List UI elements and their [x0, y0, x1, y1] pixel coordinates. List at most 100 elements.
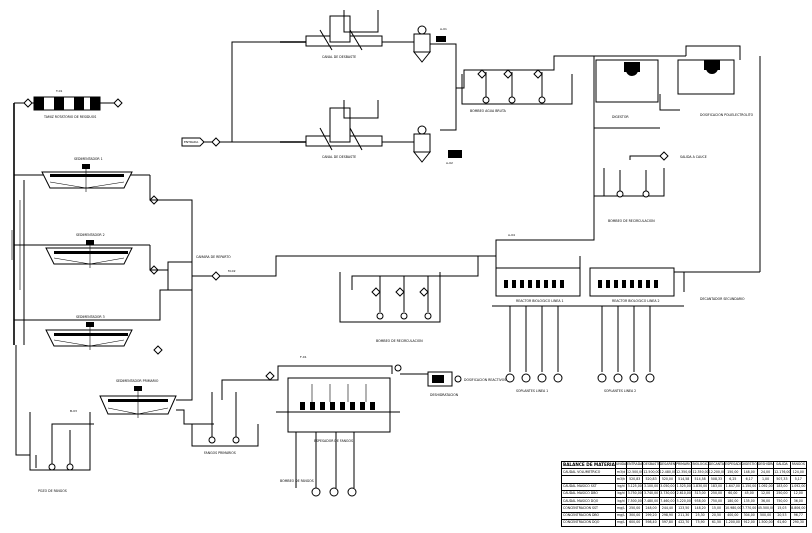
- table-cell: 45,00: [740, 489, 758, 499]
- dewatering-unit: DESHIDRATACION DOSIFICACION REACTIVOS: [400, 371, 506, 397]
- sludge-well: POZO DE FANGOS B-03: [29, 409, 94, 493]
- table-cell: 12.480,00: [658, 468, 677, 477]
- primary-sludge-pumping: FANGOS PRIMARIOS F-01: [191, 355, 393, 455]
- table-cell: 150,00: [724, 468, 742, 477]
- mass-balance-table: BALANCE DE MATERIA UNIDAD ENTRADA DESBAS…: [561, 460, 808, 528]
- thickener-diffusers: [300, 402, 375, 410]
- table-cell: 250,00: [625, 504, 644, 513]
- row-unit: mg/L: [615, 504, 627, 513]
- table-cell: 10.980,00: [724, 504, 742, 513]
- table-header-row: BALANCE DE MATERIA UNIDAD ENTRADA DESBAS…: [561, 460, 808, 470]
- bomb-recirc-label: BOMBEO DE RECIRCULACION: [608, 219, 655, 223]
- table-cell: 148,00: [740, 468, 758, 477]
- table-cell: 1.525,00: [675, 482, 693, 491]
- sed3-label: SEDIMENTADOR 3: [76, 315, 105, 319]
- col-header: DECANTACION: [707, 460, 726, 470]
- table-cell: 300,00: [625, 511, 644, 520]
- row-name: [561, 475, 616, 484]
- dosing-pumps: BOMBEO DE RECIRCULACION: [339, 256, 479, 343]
- table-cell: 5.220,00: [675, 497, 693, 506]
- table-cell: 598,40: [642, 518, 660, 528]
- table-cell: 6,25: [724, 475, 742, 484]
- table-cell: 750,00: [707, 497, 726, 506]
- canal1-label: CANAL DE DESBASTE: [322, 55, 356, 59]
- table-cell: 12,00: [756, 489, 775, 499]
- raw-water-pumping: BOMBEO AGUA BRUTA: [430, 43, 686, 131]
- biological-reactor-1: REACTOR BIOLOGICO LINEA 1: [492, 267, 592, 307]
- digest-label: DIGESTOR: [612, 115, 629, 119]
- table-cell: 211,30: [675, 511, 693, 520]
- col-header: DESHIDRATACION: [756, 460, 775, 470]
- bomb-agua-label: BOMBEO AGUA BRUTA: [470, 109, 507, 113]
- table-cell: 12,00: [789, 489, 808, 499]
- col-header: DESBASTE: [642, 460, 660, 470]
- biol1-label: REACTOR BIOLOGICO LINEA 1: [516, 299, 564, 303]
- biol2-label: REACTOR BIOLOGICO LINEA 2: [612, 299, 660, 303]
- table-cell: 24,00: [756, 468, 775, 477]
- col-header: ESPESADO: [724, 460, 742, 470]
- row-name: CAUDAL MASICO DBO: [561, 489, 616, 499]
- table-title: BALANCE DE MATERIA: [561, 460, 616, 470]
- table-cell: 8.806,00: [789, 504, 808, 513]
- row-unit: mg/L: [615, 511, 627, 520]
- row-name: CONCENTRACION SST: [561, 504, 616, 513]
- table-cell: 1.830,00: [691, 482, 709, 491]
- table-cell: 25,30: [691, 511, 709, 520]
- table-cell: 250,00: [707, 489, 726, 499]
- table-cell: 244,40: [658, 504, 677, 513]
- table-cell: 12.350,00: [691, 468, 709, 477]
- row-unit: m3/d: [615, 468, 627, 477]
- clarifier-3: SEDIMENTADOR 3: [40, 315, 163, 355]
- col-header: BIOLOGICO: [691, 460, 709, 470]
- table-cell: 20,53: [773, 511, 791, 520]
- screening-channel-2: CANAL DE DESBASTE A-02: [280, 100, 462, 165]
- table-cell: 148,20: [691, 504, 709, 513]
- row-unit: kg/d: [615, 497, 627, 506]
- table-cell: 750,00: [773, 497, 791, 506]
- entrada-label: ENTRADA: [184, 140, 199, 144]
- table-cell: 183,00: [773, 482, 791, 491]
- table-cell: 45.500,00: [756, 504, 775, 513]
- table-cell: 1.092,00: [789, 482, 808, 491]
- table-cell: 3.750,00: [625, 489, 644, 499]
- blowers-line-2: SOPLANTES LINEA 2: [597, 306, 655, 393]
- table-cell: 1.200,00: [724, 518, 742, 528]
- screening-channel-1: CANAL DE DESBASTE A-01: [280, 10, 447, 63]
- table-cell: 400,00: [724, 511, 742, 520]
- clarifier-1: SEDIMENTADOR 1: [40, 157, 159, 205]
- table-cell: 422,70: [675, 518, 693, 528]
- reactor2-diffusers: [598, 280, 658, 288]
- col-header: FANGOS: [789, 460, 808, 470]
- salida-label: SALIDA A CAUCE: [680, 155, 707, 159]
- table-cell: 3.125,00: [625, 482, 644, 491]
- reactor-feed-pipes: A-04: [495, 128, 595, 268]
- row-name: CONCENTRACION DQO: [561, 518, 616, 528]
- table-cell: 135,00: [740, 497, 758, 506]
- table-cell: 180,00: [724, 497, 742, 506]
- reactor1-diffusers: [504, 280, 564, 288]
- recirculation-pumping: SALIDA A CAUCE BOMBEO DE RECIRCULACION: [593, 56, 761, 272]
- table-cell: 248,00: [642, 504, 660, 513]
- table-cell: 20,50: [707, 511, 726, 520]
- deshidrat-label: DESHIDRATACION: [430, 393, 459, 397]
- svg-text:A-01: A-01: [440, 27, 447, 31]
- table-cell: 514,58: [675, 475, 693, 484]
- table-cell: 15,03: [773, 504, 791, 513]
- table-cell: 520,00: [658, 475, 677, 484]
- table-cell: 3.100,00: [642, 482, 660, 491]
- table-cell: 183,00: [707, 482, 726, 491]
- rotary-screen: TAMIZ ROTATORIO DE RESIDUOS T-01: [23, 89, 123, 119]
- table-cell: 299,20: [642, 511, 660, 520]
- table-cell: 304,00: [740, 511, 758, 520]
- table-cell: 61,60: [773, 518, 791, 528]
- camara-label: CAMARA DE REPARTO: [196, 255, 231, 259]
- table-cell: 7.460,00: [658, 497, 677, 506]
- table-cell: 7.480,00: [642, 497, 660, 506]
